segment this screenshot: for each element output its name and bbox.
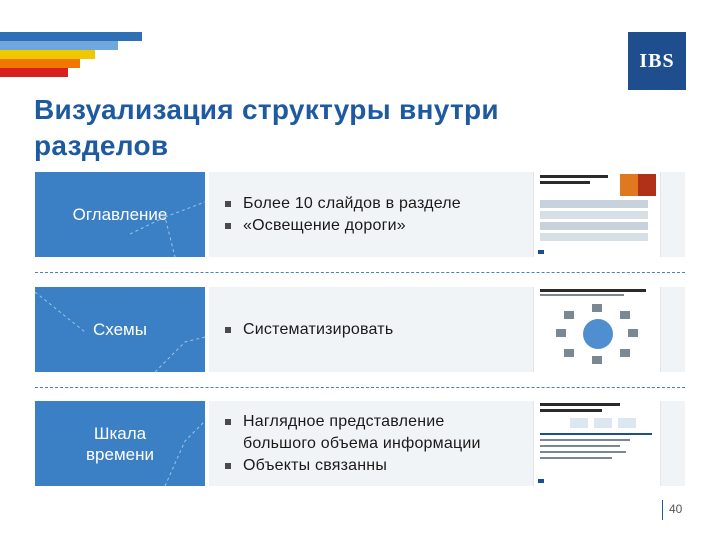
row-label-box: Схемы [35, 287, 205, 372]
dashed-separator [35, 272, 685, 273]
timeline-thumbnail-image [538, 403, 652, 483]
dashed-separator [35, 387, 685, 388]
slide-thumbnail [533, 287, 661, 372]
row-label-box: Оглавление [35, 172, 205, 257]
bullet-list: Систематизировать [221, 287, 541, 372]
bullet-item: Объекты связанны [221, 455, 541, 477]
ibs-logo: IBS [628, 32, 686, 90]
decorative-lines [129, 201, 205, 257]
header-stripe-orange [0, 59, 80, 68]
row-label: Схемы [93, 320, 147, 339]
logo-text: IBS [639, 49, 675, 72]
header-stripe-blue [0, 32, 142, 41]
row-label-box: Шкала времени [35, 401, 205, 486]
slide-title: Визуализация структуры внутри разделов [34, 94, 499, 161]
schemes-thumbnail-image [540, 289, 646, 364]
decorative-lines [164, 420, 205, 486]
bullet-item: «Освещение дороги» [221, 215, 541, 237]
header-stripe-red [0, 68, 68, 77]
decorative-lines [35, 291, 205, 372]
row-label: Шкала времени [86, 423, 154, 464]
bullet-list: Наглядное представление большого объема … [221, 401, 541, 486]
slide-thumbnail [533, 172, 661, 257]
bullet-list: Более 10 слайдов в разделе «Освещение до… [221, 172, 541, 257]
bullet-item: Более 10 слайдов в разделе [221, 193, 541, 215]
row-content: Систематизировать [209, 287, 685, 372]
bullet-item: Систематизировать [221, 319, 541, 341]
slide-thumbnail [533, 401, 661, 486]
row-label: Оглавление [72, 205, 168, 224]
row-content: Наглядное представление большого объема … [209, 401, 685, 486]
page-number: 40 [669, 502, 683, 516]
page-number-divider [662, 500, 663, 520]
row-content: Более 10 слайдов в разделе «Освещение до… [209, 172, 685, 257]
toc-thumbnail-image [538, 174, 656, 254]
header-stripe-yellow [0, 50, 95, 59]
bullet-item: Наглядное представление большого объема … [221, 411, 515, 455]
header-stripe-lightblue [0, 41, 118, 50]
